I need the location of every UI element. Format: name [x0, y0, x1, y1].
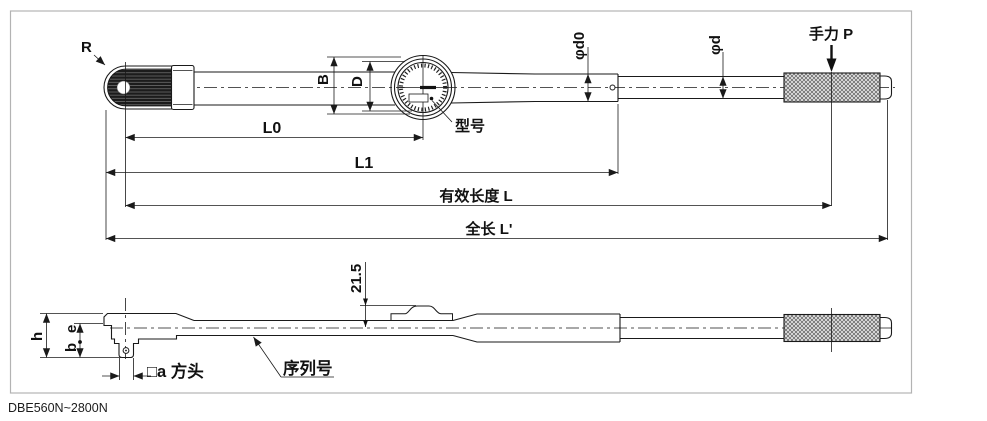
lower-end-cap [880, 316, 893, 340]
dim-clip-height: 21.5 [348, 262, 416, 327]
phi-d0-label: φd0 [571, 32, 588, 60]
dim-b-label: B [315, 74, 332, 85]
dim-dial-face-D: D [349, 61, 412, 112]
drawing-frame [9, 10, 913, 394]
phi-d-label: φd [707, 35, 724, 55]
clip-height-label: 21.5 [348, 264, 365, 293]
model-callout: 型号 [431, 100, 485, 135]
head-hatched-block [107, 68, 173, 107]
l0-label: L0 [263, 120, 282, 137]
serial-label: 序列号 [283, 358, 333, 378]
model-window-dot [429, 96, 434, 101]
model-label: 型号 [455, 117, 485, 135]
hand-force-label: 手力 P [809, 25, 853, 43]
b-label: b [63, 343, 80, 352]
upper-view: R B D 型号 φd0 [81, 25, 895, 243]
drawing-caption: DBE560N~2800N [8, 401, 108, 415]
serial-callout: 序列号 [253, 336, 334, 378]
square-drive-label: □a 方头 [147, 361, 204, 381]
e-label: e [63, 325, 80, 333]
pivot-hole [116, 80, 131, 95]
effective-length-label: 有效长度 L [439, 187, 512, 205]
head-side-profile [103, 312, 195, 359]
radius-label: R [81, 39, 92, 56]
dim-l0: L0 [125, 120, 424, 142]
dim-square-drive: □a 方头 [102, 358, 204, 381]
radius-callout: R [81, 39, 106, 66]
drive-pin [125, 349, 127, 352]
model-window [408, 93, 429, 103]
lower-body-taper [452, 313, 621, 343]
dim-phi-d: φd [707, 35, 727, 99]
dim-d-label: D [349, 76, 366, 87]
hand-force-arrow [826, 58, 837, 72]
l1-label: L1 [355, 155, 374, 172]
dim-effective-length: 有效长度 L [125, 187, 832, 210]
dim-e-b: e b [63, 323, 103, 358]
dim-overall-length: 全长 L' [105, 220, 889, 243]
dim-l1: L1 [105, 155, 619, 177]
e-b-split-dot [78, 340, 82, 344]
lower-view: 21.5 h e b □a 方头 序列号 [29, 262, 895, 381]
shaft-pin-hole [609, 84, 616, 91]
lower-grip-knurled [783, 313, 881, 343]
clip-plate [390, 305, 453, 321]
dim-dial-outer-B: B [315, 56, 410, 115]
end-cap [880, 75, 893, 100]
overall-length-label: 全长 L' [465, 220, 513, 238]
dial [390, 54, 456, 140]
grip-knurled [783, 72, 881, 103]
h-label: h [29, 332, 46, 341]
hand-force-callout: 手力 P [809, 25, 853, 206]
collar [170, 64, 195, 111]
dim-phi-d0: φd0 [571, 32, 592, 102]
head-outline [103, 65, 172, 110]
